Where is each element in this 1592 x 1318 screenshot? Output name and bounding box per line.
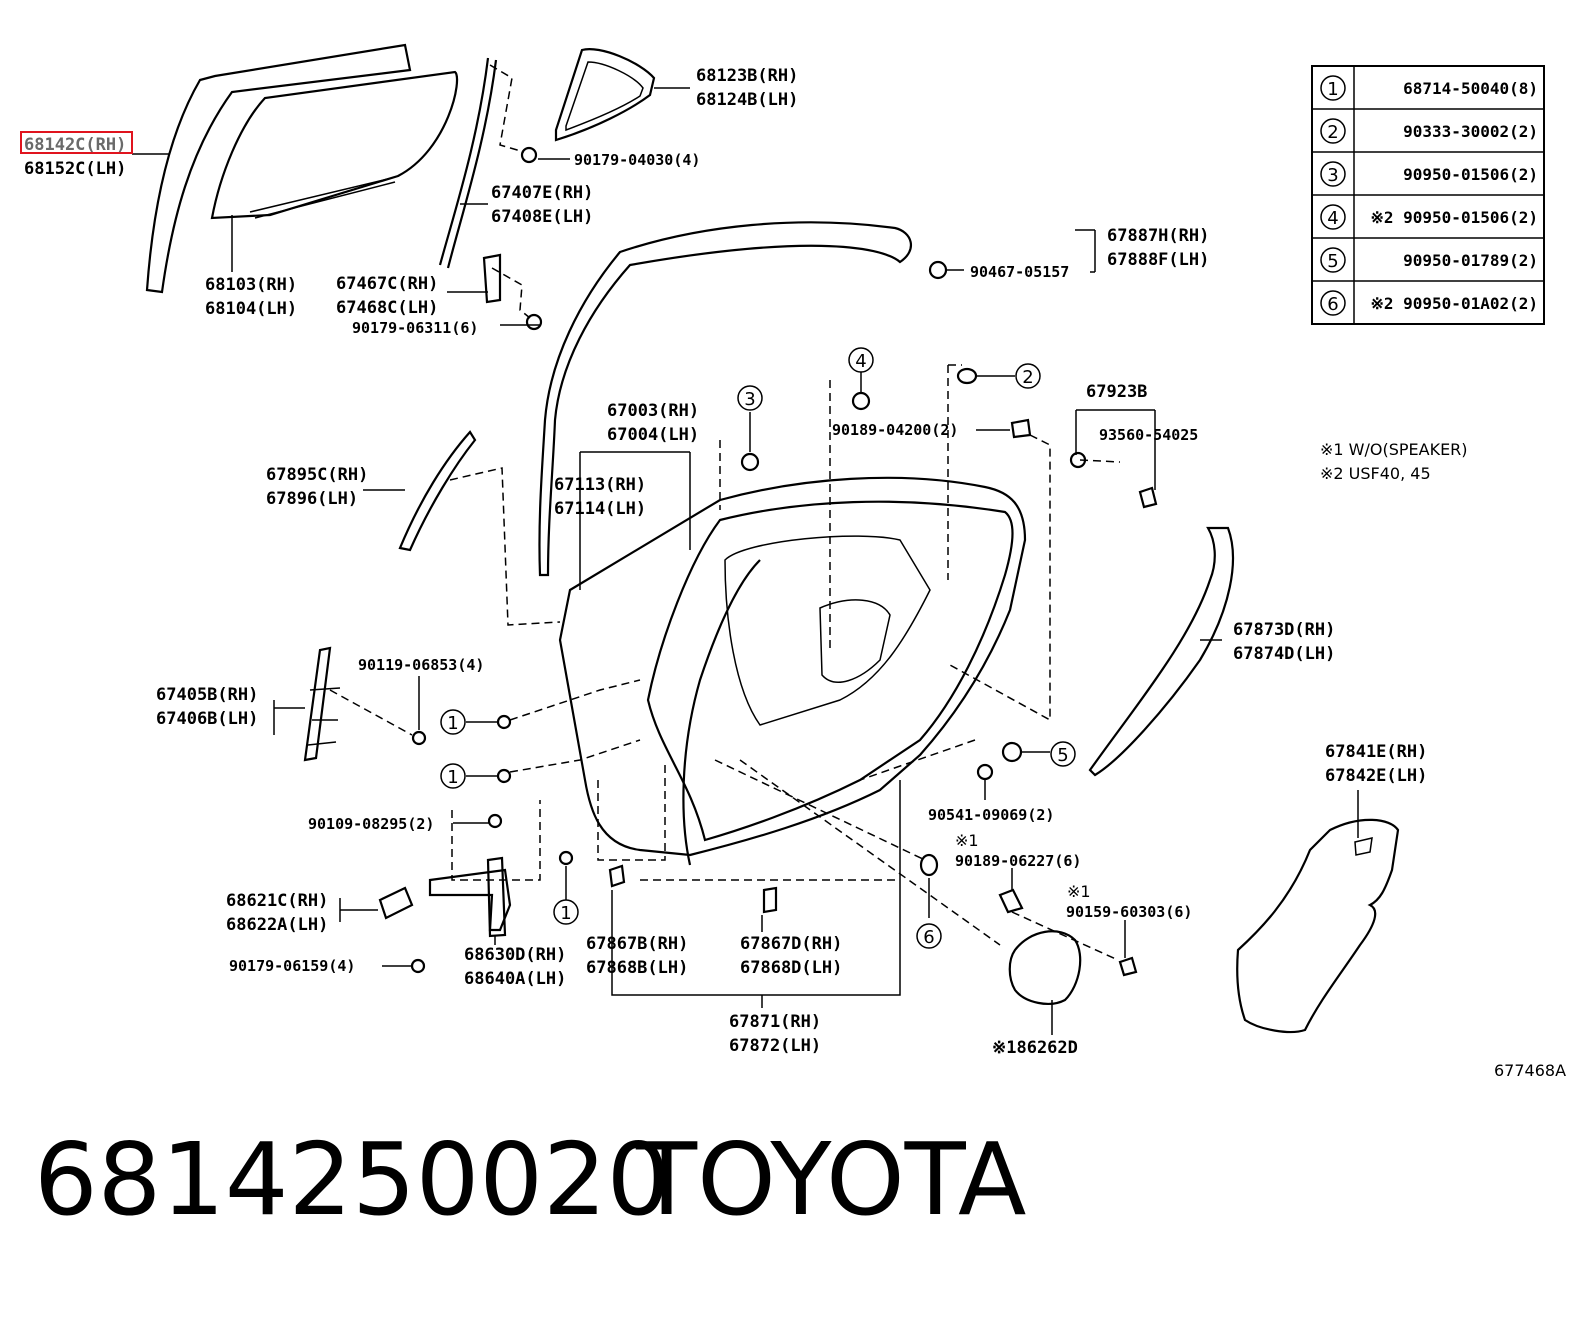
table-part-4: ※2 90950-01506(2) — [1370, 208, 1538, 227]
label-90541-09069: 90541-09069(2) — [928, 806, 1054, 824]
label-67114: 67114(LH) — [554, 499, 646, 519]
label-67406b: 67406B(LH) — [156, 709, 258, 729]
table-num-5: 5 — [1327, 251, 1338, 272]
reference-code: 677468A — [1494, 1061, 1566, 1080]
quarter-window — [554, 48, 656, 142]
label-68104: 68104(LH) — [205, 299, 297, 319]
table-num-4: 4 — [1327, 208, 1338, 229]
label-90119-06853: 90119-06853(4) — [358, 656, 484, 674]
label-90179-06311: 90179-06311(6) — [352, 319, 478, 337]
glass-run-channel — [145, 43, 412, 294]
label-67896: 67896(LH) — [266, 489, 358, 509]
callout-2: 2 — [1022, 367, 1033, 388]
label-68124b: 68124B(LH) — [696, 90, 798, 110]
label-67872: 67872(LH) — [729, 1036, 821, 1056]
table-num-1: 1 — [1327, 79, 1338, 100]
label-67923b: 67923B — [1086, 382, 1147, 402]
table-num-3: 3 — [1327, 165, 1338, 186]
label-67003: 67003(RH) — [607, 401, 699, 421]
label-67408e: 67408E(LH) — [491, 207, 593, 227]
label-67873d: 67873D(RH) — [1233, 620, 1335, 640]
footer-part-number: 6814250020 — [34, 1121, 671, 1238]
footer-brand: TOYOTA — [636, 1121, 1027, 1238]
label-90189-06227-mark: ※1 — [955, 831, 979, 850]
label-67004: 67004(LH) — [607, 425, 699, 445]
label-90159-60303: 90159-60303(6) — [1066, 903, 1192, 921]
label-67467c: 67467C(RH) — [336, 274, 438, 294]
label-68142c: 68142C(RH) — [24, 135, 126, 155]
label-68152c: 68152C(LH) — [24, 159, 126, 179]
window-glass — [210, 70, 459, 220]
dashed-lines — [329, 64, 1121, 961]
part-labels: 68142C(RH) 68152C(LH) 68103(RH) 68104(LH… — [20, 66, 1566, 1080]
callout-6: 6 — [923, 927, 934, 948]
table-num-2: 2 — [1327, 122, 1338, 143]
label-67871: 67871(RH) — [729, 1012, 821, 1032]
label-67407e: 67407E(RH) — [491, 183, 593, 203]
callout-1: 1 — [447, 767, 458, 788]
callout-5: 5 — [1057, 745, 1068, 766]
callout-4: 4 — [855, 351, 866, 372]
leader-lines — [132, 87, 1359, 1035]
legend-table: 1 68714-50040(8) 2 90333-30002(2) 3 9095… — [1311, 65, 1545, 325]
callout-1: 1 — [560, 903, 571, 924]
table-part-6: ※2 90950-01A02(2) — [1370, 294, 1538, 313]
circle-callouts: 1 1 1 2 3 4 5 6 — [440, 347, 1076, 949]
label-90109-08295: 90109-08295(2) — [308, 815, 434, 833]
label-90159-mark: ※1 — [1067, 882, 1091, 901]
note-1: ※1 W/O(SPEAKER) — [1320, 440, 1468, 459]
label-90179-04030: 90179-04030(4) — [574, 151, 700, 169]
callout-3: 3 — [744, 389, 755, 410]
part-drawings — [145, 43, 1400, 1034]
label-67868b: 67868B(LH) — [586, 958, 688, 978]
table-part-2: 90333-30002(2) — [1403, 122, 1538, 141]
label-67468c: 67468C(LH) — [336, 298, 438, 318]
label-68622a: 68622A(LH) — [226, 915, 328, 935]
notes: ※1 W/O(SPEAKER) ※2 USF40, 45 — [1320, 440, 1468, 483]
label-67842e: 67842E(LH) — [1325, 766, 1427, 786]
label-67841e: 67841E(RH) — [1325, 742, 1427, 762]
label-67867b: 67867B(RH) — [586, 934, 688, 954]
label-90189-04200: 90189-04200(2) — [832, 421, 958, 439]
table-part-5: 90950-01789(2) — [1403, 251, 1538, 270]
table-part-1: 68714-50040(8) — [1403, 79, 1538, 98]
label-68103: 68103(RH) — [205, 275, 297, 295]
label-67113: 67113(RH) — [554, 475, 646, 495]
label-67405b: 67405B(RH) — [156, 685, 258, 705]
label-67867d: 67867D(RH) — [740, 934, 842, 954]
label-90179-06159: 90179-06159(4) — [229, 957, 355, 975]
door-panel — [558, 476, 1027, 857]
table-part-3: 90950-01506(2) — [1403, 165, 1538, 184]
table-num-6: 6 — [1327, 294, 1338, 315]
label-68123b: 68123B(RH) — [696, 66, 798, 86]
label-93560-54025: 93560-54025 — [1099, 426, 1198, 444]
label-68621c: 68621C(RH) — [226, 891, 328, 911]
label-90189-06227: 90189-06227(6) — [955, 852, 1081, 870]
label-67887h: 67887H(RH) — [1107, 226, 1209, 246]
label-68630d: 68630D(RH) — [464, 945, 566, 965]
note-2: ※2 USF40, 45 — [1320, 464, 1431, 483]
speaker — [1008, 930, 1082, 1005]
label-86262d: ※186262D — [992, 1038, 1078, 1058]
label-67888f: 67888F(LH) — [1107, 250, 1209, 270]
label-67895c: 67895C(RH) — [266, 465, 368, 485]
callout-1: 1 — [447, 713, 458, 734]
label-90467-05157: 90467-05157 — [970, 263, 1069, 281]
highlight-box — [20, 131, 133, 154]
service-cover — [1236, 818, 1400, 1034]
label-68640a: 68640A(LH) — [464, 969, 566, 989]
upper-weatherstrip — [538, 221, 912, 577]
label-67874d: 67874D(LH) — [1233, 644, 1335, 664]
label-67868d: 67868D(LH) — [740, 958, 842, 978]
